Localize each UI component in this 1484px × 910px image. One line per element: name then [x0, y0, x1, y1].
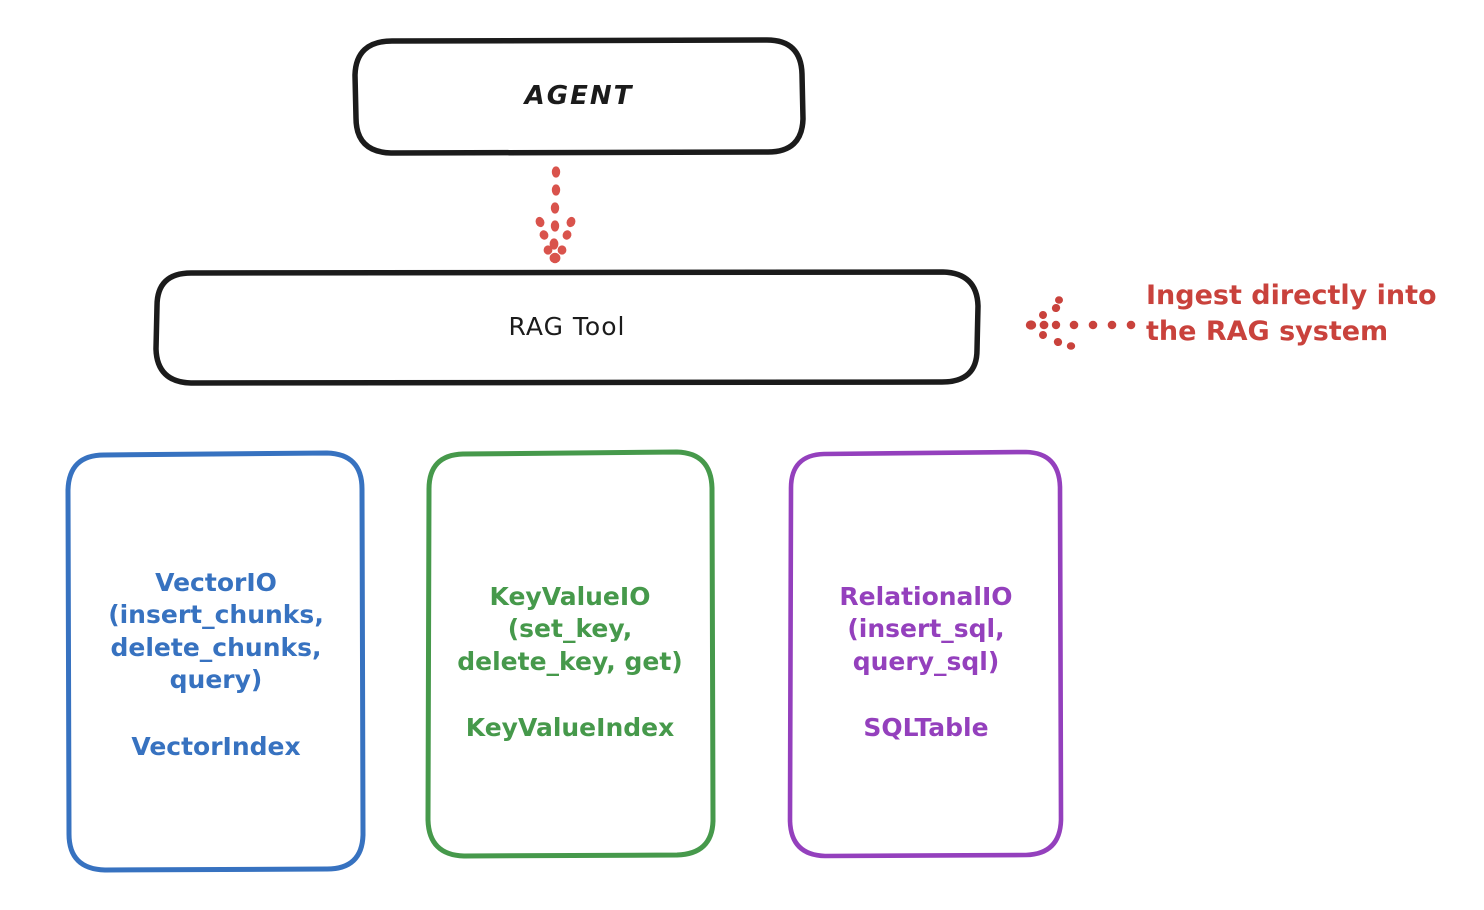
relationalio-node[interactable]: RelationalIO (insert_sql, query_sql) SQL…	[786, 548, 1066, 777]
relationalio-index-label: SQLTable	[863, 713, 989, 742]
agent-to-rag-dotted-arrow	[535, 166, 576, 264]
vectorio-node[interactable]: VectorIO (insert_chunks, delete_chunks, …	[70, 534, 362, 796]
vectorio-index-label: VectorIndex	[131, 731, 301, 761]
ingest-annotation-label: Ingest directly into the RAG system	[1146, 280, 1437, 347]
relationalio-api-label: RelationalIO (insert_sql, query_sql)	[839, 581, 1013, 676]
vectorio-api-label: VectorIO (insert_chunks, delete_chunks, …	[108, 567, 324, 695]
rag-tool-box-outline	[153, 269, 981, 386]
agent-box-outline	[352, 37, 806, 156]
keyvalueio-api-label: KeyValueIO (set_key, delete_key, get)	[457, 581, 683, 676]
agent-node-label: AGENT	[524, 80, 634, 111]
rag-tool-node-label: RAG Tool	[508, 312, 626, 342]
agent-node[interactable]: AGENT	[355, 40, 803, 153]
keyvalueio-box-outline	[425, 449, 716, 859]
vectorio-box-outline	[65, 450, 366, 873]
keyvalueio-node[interactable]: KeyValueIO (set_key, delete_key, get) Ke…	[424, 548, 716, 777]
ingest-dotted-arrow	[1025, 296, 1136, 350]
rag-tool-node[interactable]: RAG Tool	[156, 272, 978, 383]
relationalio-box-outline	[787, 449, 1064, 859]
keyvalueio-index-label: KeyValueIndex	[465, 713, 675, 742]
